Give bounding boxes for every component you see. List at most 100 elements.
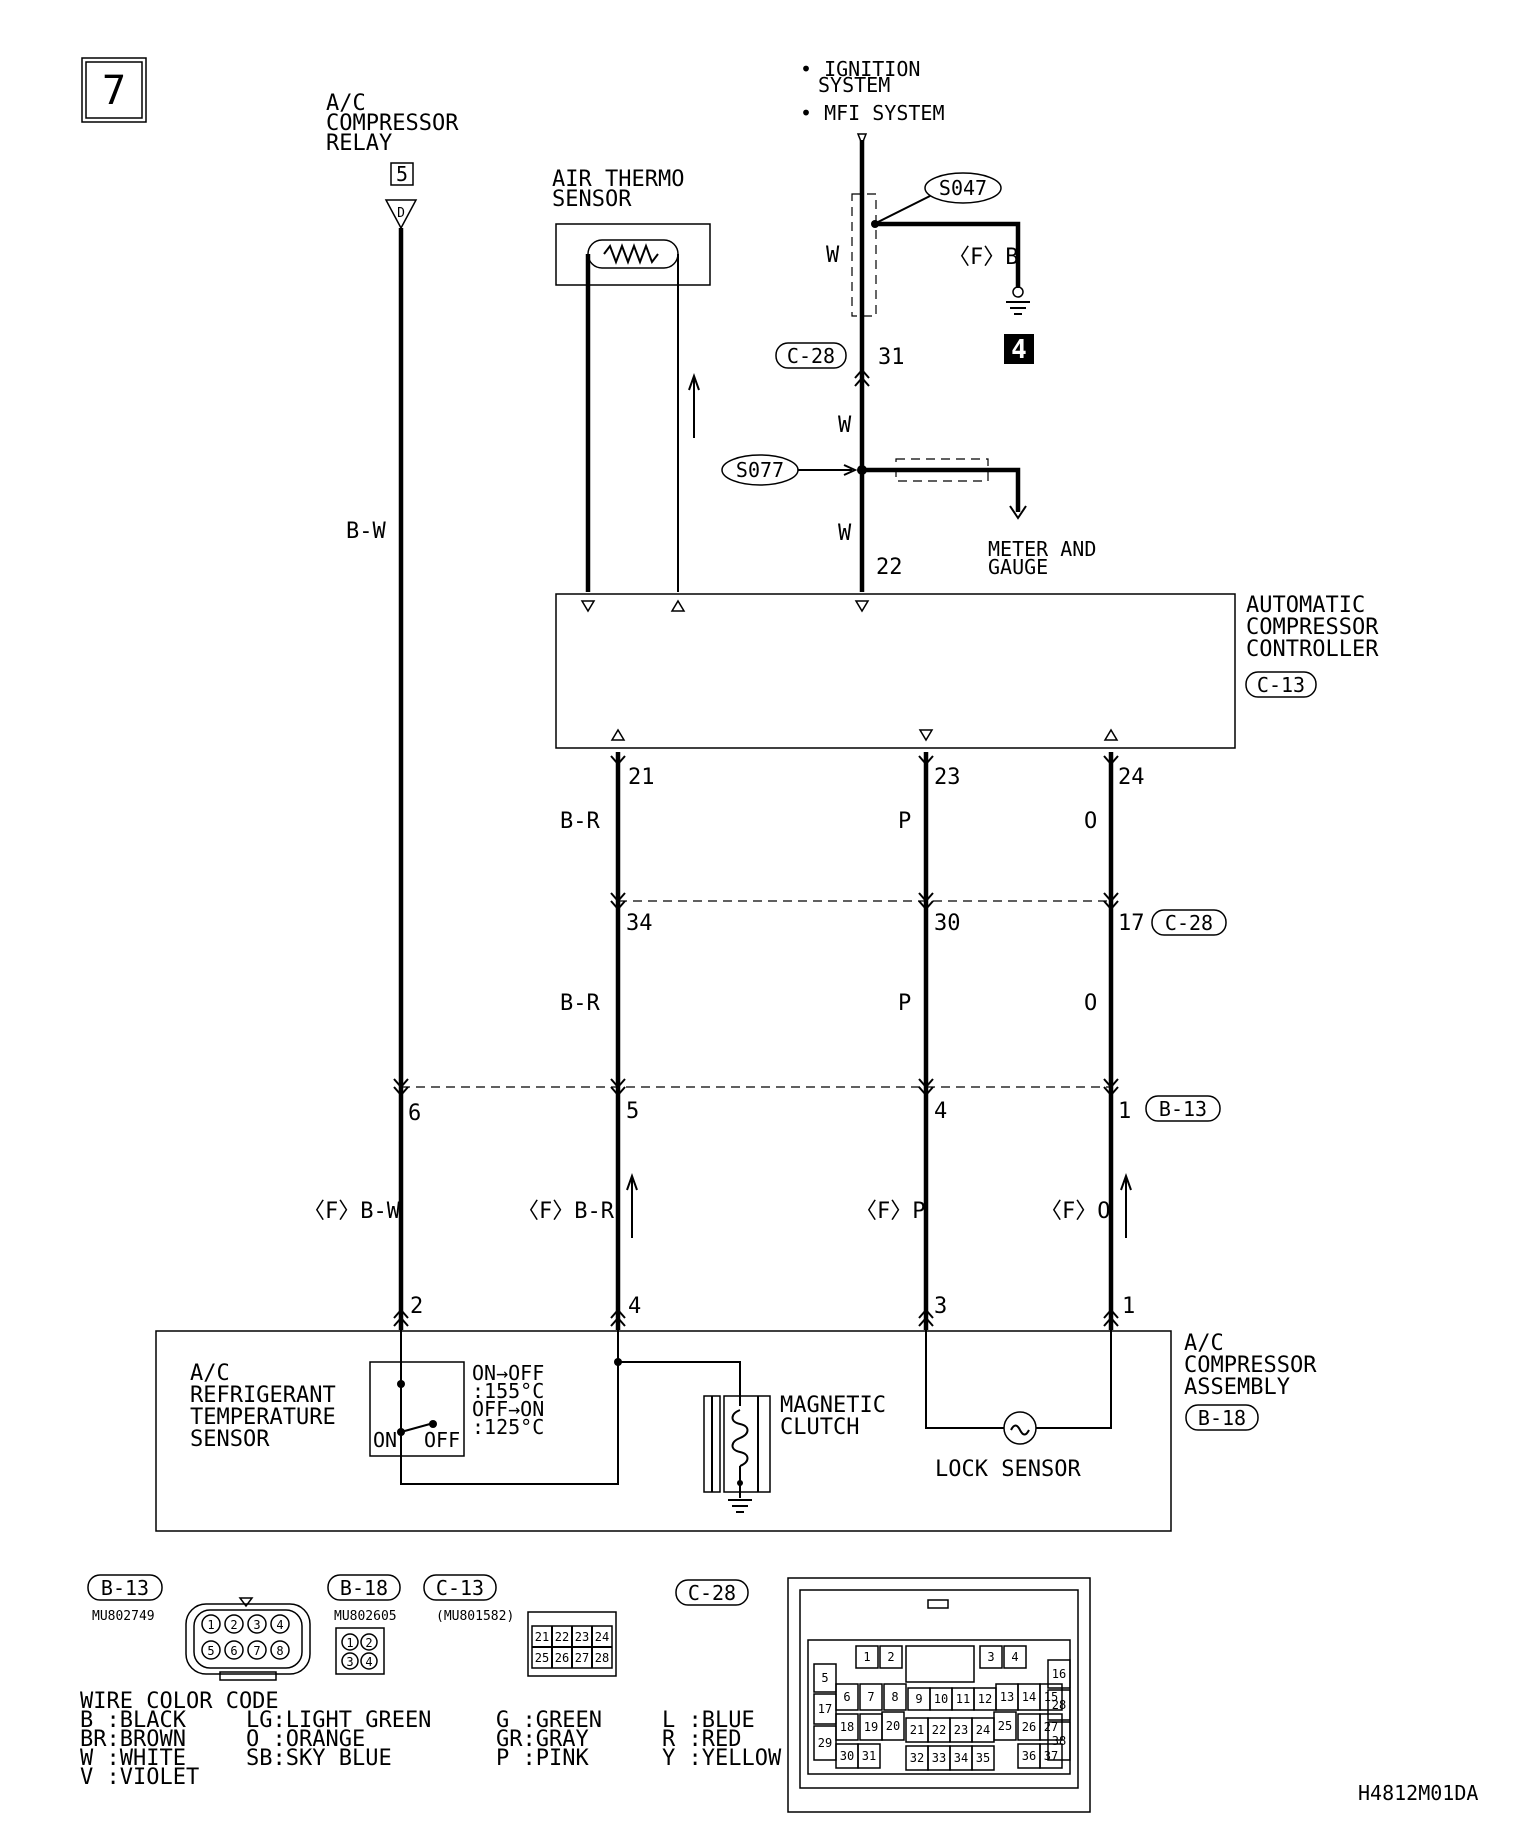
relay-ref-box [390,162,414,186]
wcc-c3-1: GR:GRAY [496,1727,589,1752]
c28-pin-label: 23 [954,1723,968,1737]
refrig-off: OFF [424,1428,460,1452]
ground-symbol [1006,286,1030,315]
ctrl-pin-23 [918,729,934,742]
svg-text:6: 6 [230,1644,237,1658]
relay-title-2: COMPRESSOR [326,111,459,136]
wcc-c4-2: Y :YELLOW [662,1746,782,1771]
c28-pin-label: 22 [932,1723,946,1737]
assembly-title-2: COMPRESSOR [1184,1353,1317,1378]
meter-line-2: GAUGE [988,555,1048,579]
cv-c28-label: C-28 [688,1581,736,1605]
c28-pin-label: 14 [1022,1690,1036,1704]
pin-a1: 1 [1122,1294,1135,1319]
svg-text:22: 22 [555,1630,569,1644]
b13-badge [1145,1095,1221,1122]
ignition-line1b: SYSTEM [818,73,890,97]
ctrl-pin-out-1 [670,599,686,612]
wcc-c1-1: BR:BROWN [80,1727,186,1752]
ground-ref-box [1004,334,1034,364]
wcc-c1-3: V :VIOLET [80,1765,199,1790]
wire-ground-b [875,221,1021,288]
c28-pin-label: 33 [932,1751,946,1765]
assembly-title-1: A/C [1184,1331,1224,1356]
c28-pin-cell [1039,1743,1063,1769]
svg-text:24: 24 [595,1630,609,1644]
controller-title-2: COMPRESSOR [1246,615,1379,640]
wcc-c3-2: P :PINK [496,1746,589,1771]
svg-text:2: 2 [230,1618,237,1632]
figure-code: H4812M01DA [1358,1781,1478,1805]
relay-title-1: A/C [326,91,366,116]
svg-text:4: 4 [365,1655,372,1669]
c28-pin-label: 18 [840,1720,854,1734]
ignition-line1: • IGNITION [800,57,920,81]
c28-pin-cell [855,1645,879,1669]
wire-label-o1: O [1084,809,1097,834]
svg-text:3: 3 [253,1618,260,1632]
assembly-connector-badge [1185,1404,1259,1431]
pin-17: 17 [1118,911,1145,936]
c28-pin-cell [813,1725,837,1761]
c28-pin-label: 20 [886,1719,900,1733]
svg-text:23: 23 [575,1630,589,1644]
c28-pin-label: 37 [1044,1749,1058,1763]
page-number: 7 [102,68,126,114]
magnetic-clutch [703,1395,771,1513]
svg-text:21: 21 [535,1630,549,1644]
thermistor-icon [587,239,679,269]
wire-label-w-mid: W [838,413,852,438]
c28-pin-label: 31 [862,1749,876,1763]
controller-title-3: CONTROLLER [1246,637,1379,662]
meter-line-1: METER AND [988,537,1096,561]
svg-text:25: 25 [535,1651,549,1665]
wcc-c1-2: W :WHITE [80,1746,186,1771]
pin-a2: 2 [410,1294,423,1319]
wire-color-code: WIRE COLOR CODE B :BLACK BR:BROWN W :WHI… [80,1689,782,1790]
wire-label-br2: B-R [560,991,600,1016]
relay-ref: 5 [396,162,408,186]
wire-label-fbw: 〈F〉B-W [303,1199,401,1224]
svg-text:27: 27 [575,1651,589,1665]
svg-text:5: 5 [207,1644,214,1658]
wire-label-fbr: 〈F〉B-R [517,1199,615,1224]
lock-sensor-wires [925,1330,1112,1429]
cv-b13-pins-top: 1 2 3 4 [201,1614,290,1634]
c28-pin-cell [1047,1689,1071,1721]
clutch-wire [618,1361,741,1406]
svg-text:28: 28 [595,1651,609,1665]
wire-label-bw: B-W [346,519,386,544]
connector-mark-31 [854,368,870,387]
c28-pin-label: 29 [818,1736,832,1750]
splice-s047-badge [924,172,1002,204]
c28-pin-label: 8 [891,1690,898,1704]
wire-label-w-top: W [826,243,840,268]
c28-pin-label: 36 [1022,1749,1036,1763]
c28-pin-label: 28 [1052,1698,1066,1712]
ctrl-pin-in-2 [854,600,870,613]
assembly-connector: B-18 [1198,1406,1246,1430]
c28-pin-label: 1 [863,1650,870,1664]
relay-terminal-triangle [384,199,418,230]
refrig-spec-2: :155°C [472,1379,544,1403]
wire-label-p2: P [898,991,911,1016]
air-thermo-box [555,223,711,286]
pin-a3: 3 [934,1294,947,1319]
wcc-c2-2: SB:SKY BLUE [246,1746,392,1771]
cv-b13-pins-bottom: 5 6 7 8 [201,1640,290,1660]
refrig-title-3: TEMPERATURE [190,1405,336,1430]
connector-view-b18: B-18 MU802605 1 2 3 4 [327,1574,401,1675]
c28-pin-label: 24 [976,1723,990,1737]
ctrl-pin-in-1 [580,600,596,613]
refrig-spec-3: OFF→ON [472,1397,544,1421]
c28-pin-cell [881,1711,905,1741]
c28-pin-label: 25 [998,1719,1012,1733]
controller-box [555,593,1236,749]
wire-label-fp: 〈F〉P [855,1199,926,1224]
pin-24: 24 [1118,765,1145,790]
pin-5: 5 [626,1099,639,1124]
c28-badge-mid [1151,909,1227,936]
ignition-line2: • MFI SYSTEM [800,101,945,125]
